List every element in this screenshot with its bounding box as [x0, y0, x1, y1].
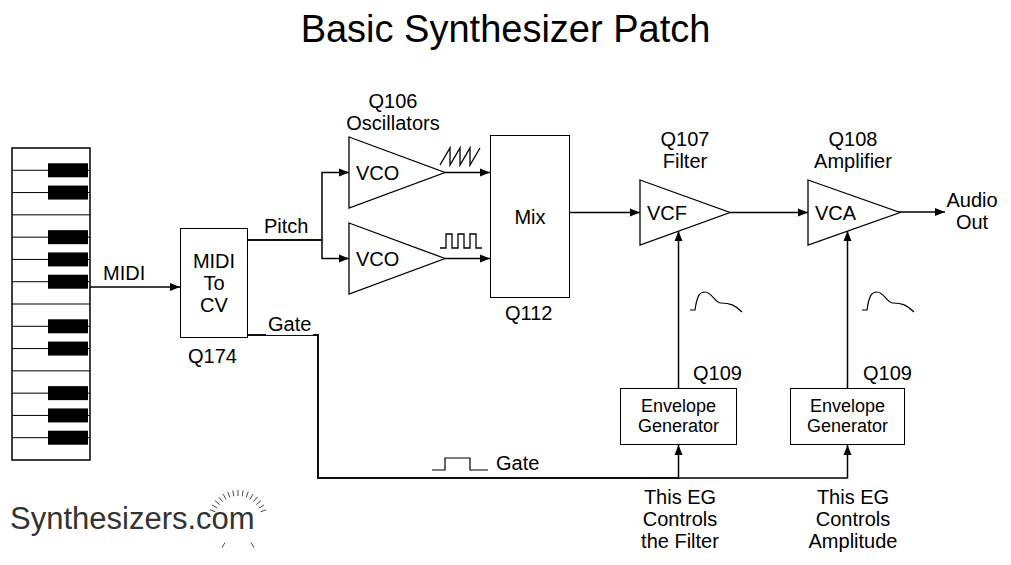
triangle-shape: [808, 180, 900, 245]
module-name: Envelope Generator: [626, 397, 731, 437]
part-label: Q108 Amplifier: [803, 128, 903, 172]
white-key-line: [12, 370, 90, 371]
signal-wire: [248, 335, 679, 478]
envelope-shape: [862, 292, 914, 312]
module-name: VCO: [356, 248, 399, 270]
black-key: [48, 342, 88, 356]
triangle-shape: [349, 137, 445, 208]
signal-wire: [570, 212, 640, 214]
envelope-box: Envelope Generator: [620, 388, 737, 445]
black-key: [48, 408, 88, 422]
diagram-title: Basic Synthesizer Patch: [0, 8, 1011, 51]
module-name: Envelope Generator: [795, 397, 900, 437]
signal-wire: [248, 240, 349, 259]
black-key: [48, 319, 88, 333]
module-name: VCO: [356, 162, 399, 184]
dial-tick: [233, 490, 234, 496]
signal-wire: [847, 231, 849, 388]
midi-wire: [90, 286, 180, 288]
module-name: VCF: [647, 202, 687, 224]
black-key: [48, 252, 88, 266]
part-label: Q107 Filter: [645, 128, 725, 172]
filter-triangle: VCF: [640, 180, 730, 245]
dial-tick: [222, 543, 225, 548]
triangle-shape: [640, 180, 730, 245]
signal-wire: [445, 258, 490, 260]
envelope-box: Envelope Generator: [790, 388, 905, 445]
part-label: MIDI: [103, 262, 163, 284]
module-name: VCA: [815, 202, 856, 224]
triangle-shape: [349, 223, 445, 294]
dial-tick: [251, 543, 254, 548]
signal-wire: [248, 335, 848, 478]
dial-tick: [228, 492, 230, 498]
square-wave: [440, 234, 482, 248]
dial-tick: [250, 494, 253, 499]
part-label: This EG Controls the Filter: [630, 486, 730, 552]
dial-tick: [219, 497, 223, 502]
dial-tick: [261, 510, 267, 512]
signal-name: Gate: [494, 452, 541, 474]
oscillator-triangle: VCO: [349, 137, 445, 208]
module-name: Mix: [514, 206, 545, 228]
gate-pulse: [432, 458, 488, 470]
dial-tick: [246, 492, 248, 498]
dial-tick: [223, 494, 226, 499]
signal-wire: [445, 172, 490, 174]
keyboard: [12, 148, 90, 460]
audio-out-wire: [898, 211, 945, 213]
black-key: [48, 186, 88, 200]
sawtooth-wave: [440, 148, 480, 165]
part-label: Audio Out: [937, 189, 1007, 233]
part-label: Q112: [505, 302, 565, 324]
black-key: [48, 163, 88, 177]
signal-wire: [678, 231, 680, 388]
part-label: This EG Controls Amplitude: [800, 486, 906, 552]
brand-logo: Synthesizers.com: [10, 502, 330, 536]
dial-tick: [253, 497, 257, 502]
part-label: Q109: [863, 362, 923, 384]
part-label: Q174: [188, 345, 248, 367]
signal-wire: [730, 212, 808, 214]
part-label: Q106 Oscillators: [333, 90, 453, 134]
oscillator-triangle: VCO: [349, 223, 445, 294]
signal-name: Pitch: [262, 215, 310, 237]
mixer-box: Mix: [490, 135, 570, 298]
signal-name: Gate: [266, 313, 313, 335]
white-key-line: [12, 214, 90, 215]
dial-tick: [238, 490, 239, 496]
signal-wire: [248, 173, 349, 241]
white-key-line: [12, 304, 90, 305]
black-key: [48, 431, 88, 445]
dial-tick: [242, 490, 243, 496]
black-key: [48, 386, 88, 400]
amplifier-triangle: VCA: [808, 180, 900, 245]
dial-tick: [259, 505, 264, 508]
black-key: [48, 230, 88, 244]
envelope-shape: [690, 292, 742, 312]
black-key: [48, 275, 88, 289]
keyboard-outline: [12, 148, 90, 460]
converter-box: MIDI To CV: [180, 228, 248, 338]
dial-tick: [256, 501, 261, 505]
module-name: MIDI To CV: [189, 250, 239, 316]
part-label: Q109: [693, 362, 753, 384]
